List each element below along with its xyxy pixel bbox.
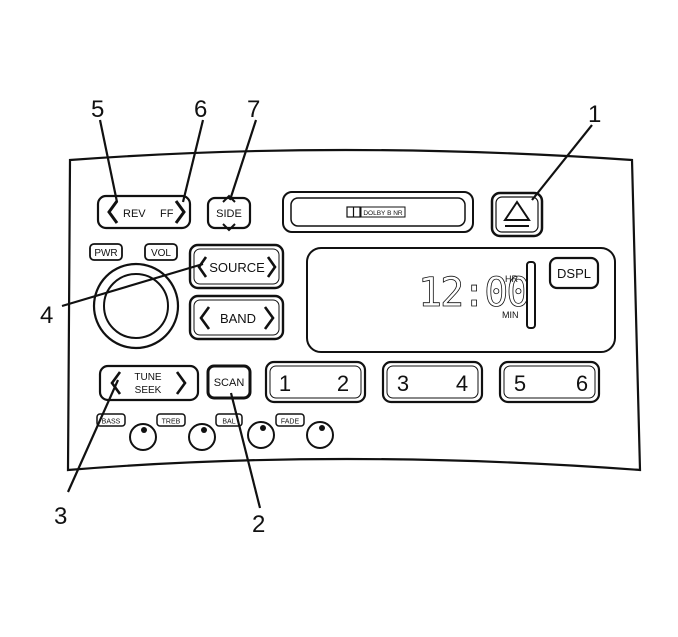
leader-line-4 <box>61 262 204 308</box>
tune-left-chevron-icon <box>110 371 122 395</box>
preset-4-label: 4 <box>456 371 468 396</box>
callout-1: 1 <box>588 101 601 128</box>
callout-lines <box>61 119 593 509</box>
source-label: SOURCE <box>209 260 265 275</box>
scan-label: SCAN <box>214 377 245 389</box>
pwr-label: PWR <box>94 248 117 259</box>
bal-label: BAL <box>222 419 235 426</box>
eject-icon <box>503 200 531 221</box>
preset-2-label: 2 <box>337 371 349 396</box>
level-bar <box>526 261 536 329</box>
vol-button[interactable]: VOL <box>144 243 178 261</box>
leader-line-6 <box>181 119 205 203</box>
bass-control[interactable]: BASS <box>96 413 157 451</box>
preset-1-2-button[interactable]: 1 2 <box>264 360 367 404</box>
callout-5: 5 <box>91 96 104 123</box>
volume-knob[interactable] <box>92 262 180 350</box>
vol-label: VOL <box>151 248 171 259</box>
display-panel: 12:00 HR MIN <box>306 247 616 353</box>
source-right-chevron-icon <box>266 256 277 278</box>
bal-knob[interactable] <box>247 421 275 449</box>
side-up-chevron-icon <box>222 194 236 203</box>
preset-5-label: 5 <box>514 371 526 396</box>
leader-line-5 <box>98 119 119 203</box>
callout-3: 3 <box>54 503 67 530</box>
cassette-slot: DOLBY B NR <box>282 191 474 233</box>
treb-knob[interactable] <box>188 423 216 451</box>
ff-chevron-icon <box>174 200 186 224</box>
source-button[interactable]: SOURCE <box>188 243 285 290</box>
dspl-button[interactable]: DSPL <box>548 256 600 290</box>
scan-button[interactable]: SCAN <box>206 364 252 400</box>
preset-3-4-button[interactable]: 3 4 <box>381 360 484 404</box>
tune-seek-button[interactable]: TUNE SEEK <box>98 364 200 402</box>
fade-label: FADE <box>281 419 300 426</box>
bal-control[interactable]: BAL <box>215 413 275 449</box>
min-label: MIN <box>502 310 519 320</box>
leader-line-1 <box>531 124 593 201</box>
preset-6-label: 6 <box>576 371 588 396</box>
band-label: BAND <box>220 311 256 326</box>
rev-label: REV <box>123 208 146 220</box>
fade-control[interactable]: FADE <box>275 413 334 449</box>
tune-label: TUNE <box>134 372 162 383</box>
band-right-chevron-icon <box>263 306 275 330</box>
side-down-chevron-icon <box>222 223 236 232</box>
source-left-chevron-icon <box>197 256 208 278</box>
side-button[interactable]: SIDE <box>206 194 252 232</box>
bass-knob[interactable] <box>129 423 157 451</box>
seek-label: SEEK <box>135 385 162 396</box>
leader-line-7 <box>228 119 258 201</box>
band-left-chevron-icon <box>199 306 211 330</box>
callout-6: 6 <box>194 96 207 123</box>
rev-ff-button[interactable]: REV FF <box>96 194 192 230</box>
fade-knob[interactable] <box>306 421 334 449</box>
dspl-label: DSPL <box>557 266 591 281</box>
preset-1-label: 1 <box>279 371 291 396</box>
ff-label: FF <box>160 208 174 220</box>
dolby-logo-icon: DOLBY B NR <box>346 206 406 218</box>
pwr-button[interactable]: PWR <box>89 243 123 261</box>
preset-5-6-button[interactable]: 5 6 <box>498 360 601 404</box>
eject-button[interactable] <box>490 191 544 238</box>
hr-label: HR <box>505 274 518 284</box>
bass-label: BASS <box>102 419 121 426</box>
side-label: SIDE <box>216 208 242 220</box>
callout-4: 4 <box>40 302 53 329</box>
callout-2: 2 <box>252 511 265 538</box>
callout-7: 7 <box>247 96 260 123</box>
rev-chevron-icon <box>107 200 119 224</box>
leader-line-2 <box>229 392 262 509</box>
leader-line-3 <box>66 379 120 493</box>
treb-control[interactable]: TREB <box>156 413 216 451</box>
tune-right-chevron-icon <box>175 371 187 395</box>
preset-3-label: 3 <box>397 371 409 396</box>
dolby-label: DOLBY B NR <box>363 210 403 217</box>
treb-label: TREB <box>162 419 181 426</box>
radio-faceplate <box>66 148 642 472</box>
clock-readout: 12:00 <box>418 270 528 316</box>
band-button[interactable]: BAND <box>188 294 285 341</box>
